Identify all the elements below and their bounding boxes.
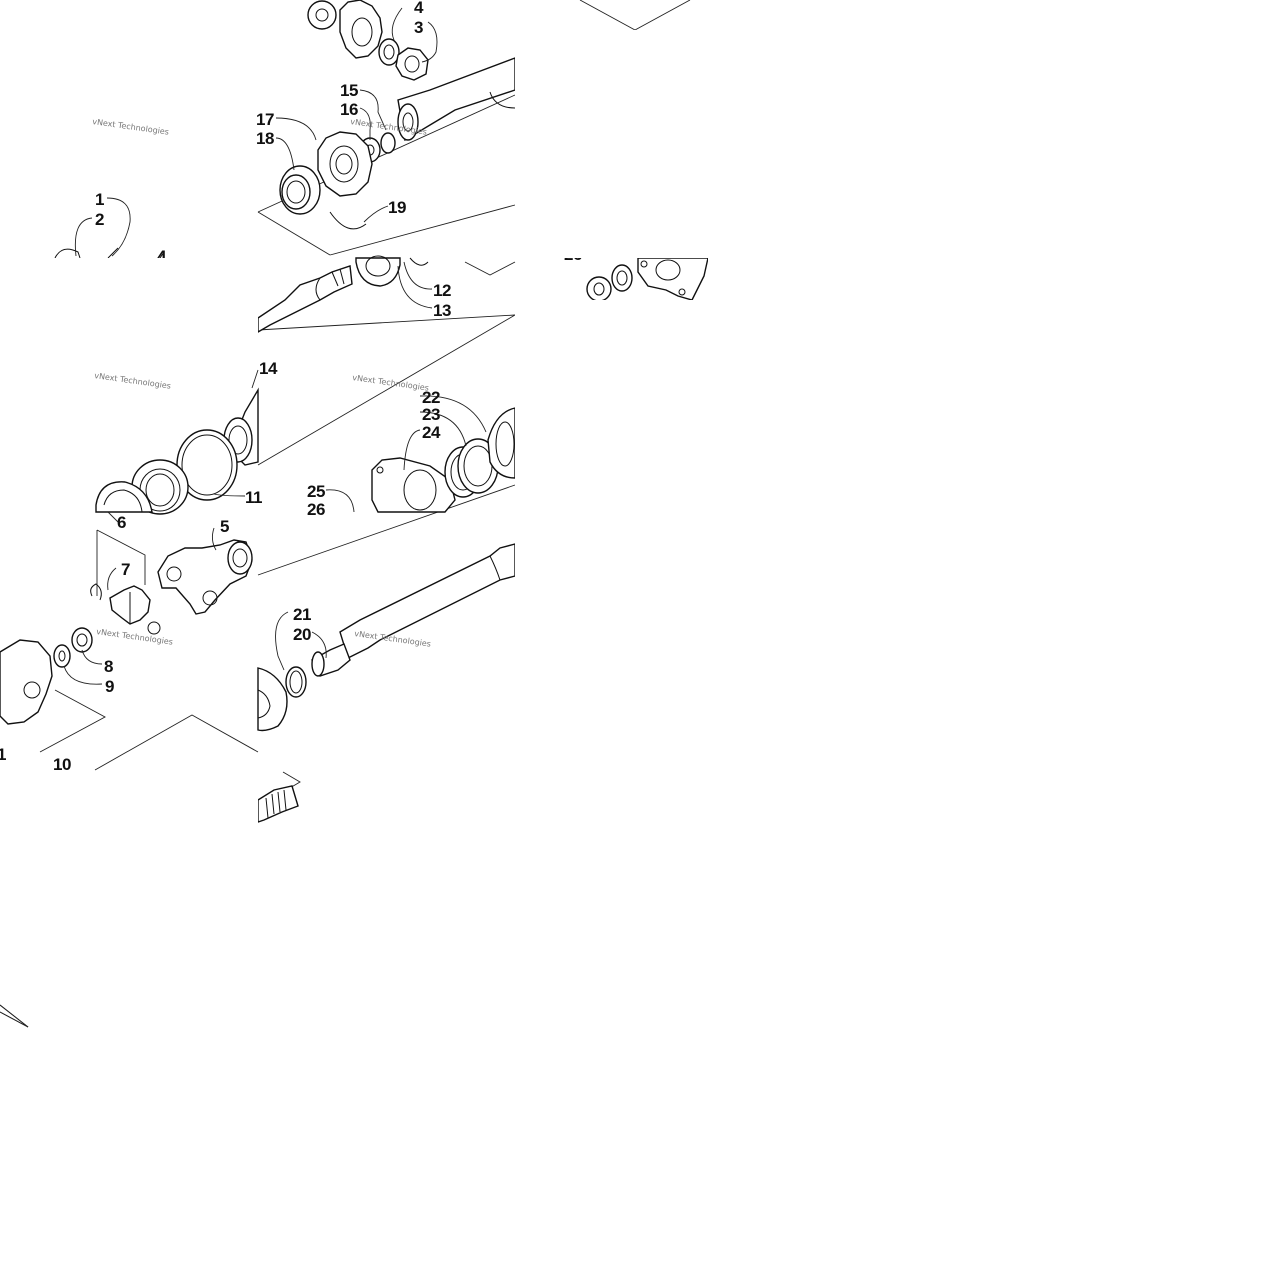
- bottom-left-guide: [0, 1004, 29, 1028]
- seal-bearing-stack: [95, 387, 259, 515]
- bevel-gear-assembly: [307, 0, 429, 81]
- callout-11: 11: [245, 488, 262, 507]
- callout-15: 15: [340, 81, 358, 100]
- callout-23: 23: [422, 405, 440, 424]
- upper-drive-shaft: [279, 56, 516, 230]
- watermark-5: vNext Technologies: [96, 627, 174, 647]
- callout-22: 22: [422, 388, 440, 407]
- callout-1-lower: 1: [0, 745, 6, 764]
- watermarks: vNext Technologies vNext Technologies vN…: [92, 117, 432, 649]
- callout-12: 12: [433, 281, 451, 300]
- watermark-1: vNext Technologies: [92, 117, 170, 137]
- callout-20: 20: [293, 625, 311, 644]
- callout-4: 4: [414, 0, 424, 17]
- lower-yoke: [0, 627, 93, 725]
- callout-17: 17: [256, 110, 274, 129]
- callout-9: 9: [105, 677, 114, 696]
- splined-stub: [257, 785, 299, 823]
- callout-16: 16: [340, 100, 358, 119]
- universal-joint-yoke: [90, 539, 253, 635]
- callout-10: 10: [53, 755, 71, 774]
- callout-18: 18: [256, 129, 274, 148]
- callout-26: 26: [307, 500, 325, 519]
- callout-19: 19: [388, 198, 406, 217]
- callout-25: 25: [307, 482, 325, 501]
- callout-21: 21: [293, 605, 311, 624]
- callout-3: 3: [414, 18, 423, 37]
- callout-13: 13: [433, 301, 451, 320]
- tile-masks: [0, 30, 1285, 1285]
- right-seal-stack: [371, 407, 516, 513]
- callout-7: 7: [121, 560, 130, 579]
- callout-2: 2: [95, 210, 104, 229]
- right-housing-fragment: [586, 257, 709, 302]
- watermark-4: vNext Technologies: [352, 373, 430, 393]
- middle-drive-shaft: [257, 255, 429, 334]
- watermark-3: vNext Technologies: [94, 371, 172, 391]
- callout-6: 6: [117, 513, 126, 532]
- callout-8: 8: [104, 657, 113, 676]
- callout-14: 14: [259, 359, 278, 378]
- callout-labels: 1 2 3 4 5 6 7 8 9 10 11 12 13 14 15 16 1…: [0, 0, 582, 774]
- leader-lines: [63, 7, 487, 685]
- callout-1: 1: [95, 190, 104, 209]
- callout-4-partial: 4: [157, 247, 167, 266]
- callout-24: 24: [422, 423, 441, 442]
- left-seal-fragment: [54, 247, 165, 259]
- lower-drive-shaft: [257, 543, 516, 732]
- callout-5: 5: [220, 517, 229, 536]
